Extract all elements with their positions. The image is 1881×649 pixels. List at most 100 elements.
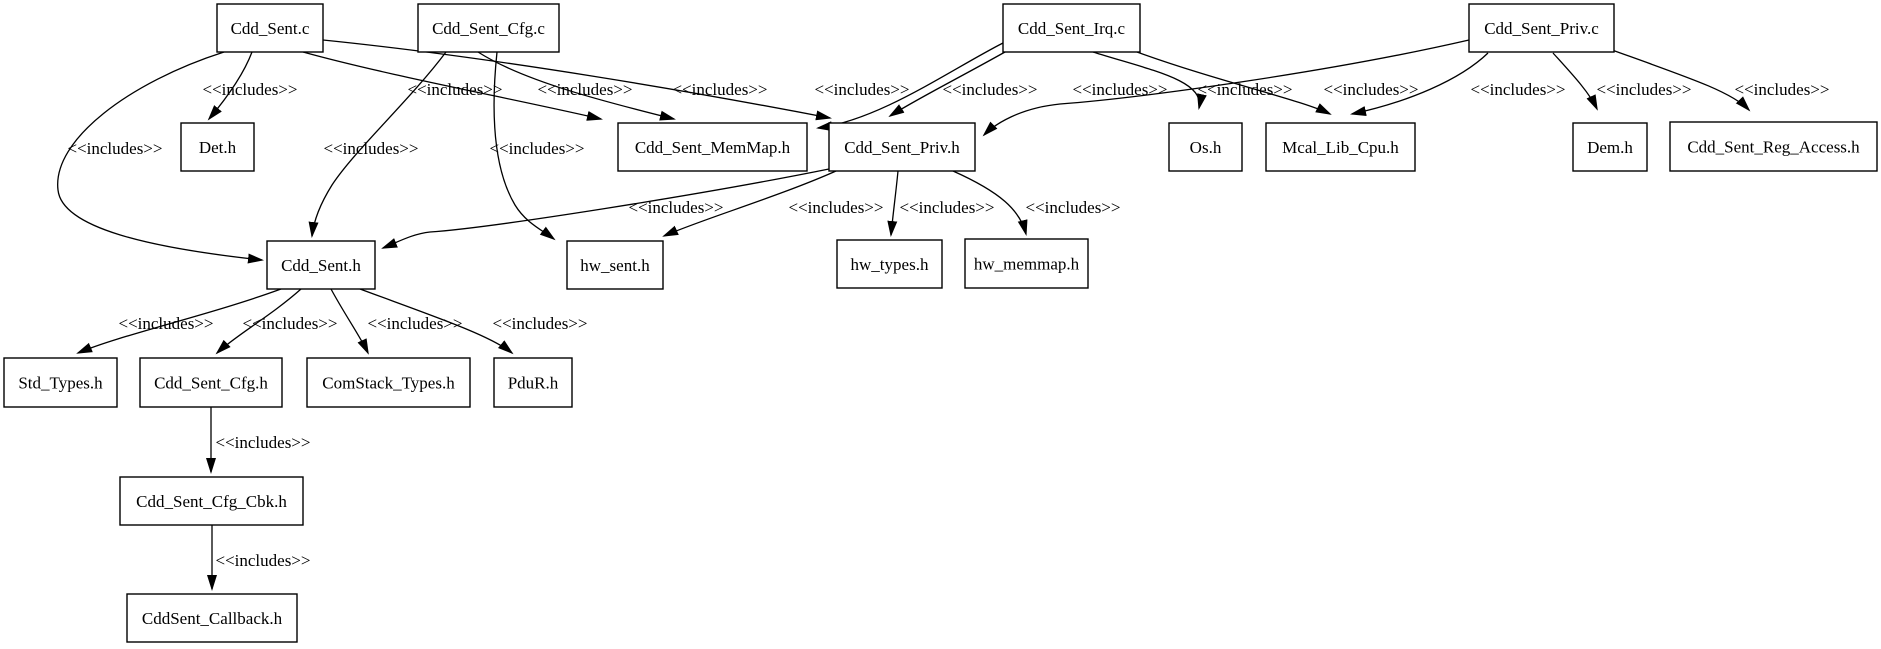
node-label-std_types_h: Std_Types.h (18, 374, 103, 393)
edge-label-cdd_sent_irq_c-to-cdd_sent_memmap_h: <<includes>> (814, 80, 909, 99)
node-cdd_sent_cfg_h: Cdd_Sent_Cfg.h (139, 357, 283, 408)
node-box-mcal_lib_cpu_h (1265, 122, 1416, 172)
edge-label-cdd_sent_cfg_c-to-cdd_sent_h: <<includes>> (323, 139, 418, 158)
node-label-cdd_sent_cfg_c: Cdd_Sent_Cfg.c (432, 19, 545, 38)
node-cdd_sent_priv_h: Cdd_Sent_Priv.h (828, 122, 976, 172)
edge-cdd_sent_priv_h-to-cdd_sent_h (381, 168, 830, 249)
node-box-comstack_types_h (306, 357, 471, 408)
node-label-hw_memmap_h: hw_memmap.h (974, 255, 1080, 274)
node-label-det_h: Det.h (199, 138, 237, 157)
node-box-cdd_sent_priv_h (828, 122, 976, 172)
node-label-cddsent_callback_h: CddSent_Callback.h (142, 609, 283, 628)
node-box-cdd_sent_irq_c (1002, 3, 1141, 53)
edge-label-cdd_sent_priv_c-to-dem_h: <<includes>> (1596, 80, 1691, 99)
node-box-cdd_sent_reg_access_h (1669, 121, 1878, 172)
node-label-cdd_sent_reg_access_h: Cdd_Sent_Reg_Access.h (1687, 138, 1860, 157)
edge-label-cdd_sent_priv_c-to-cdd_sent_reg_access_h: <<includes>> (1734, 80, 1829, 99)
node-cdd_sent_h: Cdd_Sent.h (266, 240, 376, 290)
node-hw_types_h: hw_types.h (836, 239, 943, 289)
edge-label-cdd_sent_irq_c-to-cdd_sent_priv_h: <<includes>> (942, 80, 1037, 99)
node-label-cdd_sent_memmap_h: Cdd_Sent_MemMap.h (635, 138, 791, 157)
node-box-cdd_sent_memmap_h (617, 122, 808, 172)
edge-label-cdd_sent_irq_c-to-os_h: <<includes>> (1072, 80, 1167, 99)
edge-cdd_sent_h-to-comstack_types_h (330, 288, 369, 355)
node-os_h: Os.h (1168, 122, 1243, 172)
edge-label-cdd_sent_h-to-std_types_h: <<includes>> (118, 314, 213, 333)
node-box-cddsent_callback_h (126, 593, 298, 643)
node-cdd_sent_irq_c: Cdd_Sent_Irq.c (1002, 3, 1141, 53)
edge-cdd_sent_irq_c-to-os_h (1092, 51, 1207, 110)
node-label-os_h: Os.h (1190, 138, 1222, 157)
node-det_h: Det.h (180, 122, 255, 172)
node-box-det_h (180, 122, 255, 172)
edge-cdd_sent_priv_c-to-cdd_sent_priv_h (982, 39, 1470, 137)
edge-cdd_sent_priv_c-to-dem_h (1552, 52, 1598, 111)
node-box-pdur_h (493, 357, 573, 408)
node-dem_h: Dem.h (1572, 122, 1648, 172)
node-box-cdd_sent_cfg_c (417, 3, 560, 53)
node-cdd_sent_reg_access_h: Cdd_Sent_Reg_Access.h (1669, 121, 1878, 172)
node-label-mcal_lib_cpu_h: Mcal_Lib_Cpu.h (1282, 138, 1399, 157)
edge-cdd_sent_c-to-cdd_sent_memmap_h (302, 51, 603, 121)
edge-label-cdd_sent_priv_h-to-hw_types_h: <<includes>> (899, 198, 994, 217)
node-box-std_types_h (3, 357, 118, 408)
edge-label-cdd_sent_cfg_cbk_h-to-cddsent_callback_h: <<includes>> (215, 551, 310, 570)
edge-cdd_sent_priv_c-to-cdd_sent_reg_access_h (1611, 49, 1751, 112)
node-label-cdd_sent_priv_h: Cdd_Sent_Priv.h (844, 138, 960, 157)
edge-label-cdd_sent_c-to-cdd_sent_memmap_h: <<includes>> (407, 80, 502, 99)
edges-layer: <<includes>> <<includes>> <<includes>> <<in… (57, 39, 1830, 591)
edge-cdd_sent_cfg_c-to-cdd_sent_h (308, 51, 447, 238)
edge-label-cdd_sent_h-to-comstack_types_h: <<includes>> (367, 314, 462, 333)
node-cdd_sent_cfg_cbk_h: Cdd_Sent_Cfg_Cbk.h (119, 476, 304, 526)
node-label-comstack_types_h: ComStack_Types.h (322, 374, 455, 393)
node-box-dem_h (1572, 122, 1648, 172)
edge-label-cdd_sent_irq_c-to-mcal_lib_cpu_h: <<includes>> (1197, 80, 1292, 99)
node-box-cdd_sent_priv_c (1468, 3, 1615, 53)
node-label-dem_h: Dem.h (1587, 138, 1633, 157)
node-std_types_h: Std_Types.h (3, 357, 118, 408)
edge-cdd_sent_irq_c-to-mcal_lib_cpu_h (1136, 51, 1332, 115)
edge-label-cdd_sent_cfg_h-to-cdd_sent_cfg_cbk_h: <<includes>> (215, 433, 310, 452)
node-box-cdd_sent_h (266, 240, 376, 290)
edge-label-cdd_sent_cfg_c-to-hw_sent_h: <<includes>> (489, 139, 584, 158)
node-label-hw_sent_h: hw_sent.h (580, 256, 650, 275)
node-box-os_h (1168, 122, 1243, 172)
edge-label-cdd_sent_c-to-det_h: <<includes>> (202, 80, 297, 99)
node-label-hw_types_h: hw_types.h (851, 255, 929, 274)
node-box-hw_sent_h (566, 240, 664, 290)
node-cdd_sent_priv_c: Cdd_Sent_Priv.c (1468, 3, 1615, 53)
edge-label-cdd_sent_h-to-pdur_h: <<includes>> (492, 314, 587, 333)
node-mcal_lib_cpu_h: Mcal_Lib_Cpu.h (1265, 122, 1416, 172)
node-pdur_h: PduR.h (493, 357, 573, 408)
node-label-cdd_sent_h: Cdd_Sent.h (281, 256, 361, 275)
node-label-cdd_sent_c: Cdd_Sent.c (231, 19, 310, 38)
edge-cdd_sent_priv_h-to-hw_sent_h (662, 170, 837, 237)
edge-cdd_sent_h-to-cdd_sent_cfg_h (215, 288, 302, 355)
edge-label-cdd_sent_h-to-cdd_sent_cfg_h: <<includes>> (242, 314, 337, 333)
edge-cdd_sent_cfg_c-to-hw_sent_h (493, 51, 556, 241)
node-label-cdd_sent_irq_c: Cdd_Sent_Irq.c (1018, 19, 1126, 38)
node-cdd_sent_c: Cdd_Sent.c (216, 3, 324, 53)
node-comstack_types_h: ComStack_Types.h (306, 357, 471, 408)
node-label-pdur_h: PduR.h (508, 374, 559, 393)
edge-cdd_sent_c-to-cdd_sent_priv_h (322, 39, 832, 121)
edge-label-cdd_sent_priv_h-to-hw_memmap_h: <<includes>> (1025, 198, 1120, 217)
edge-label-cdd_sent_c-to-cdd_sent_priv_h: <<includes>> (672, 80, 767, 99)
node-label-cdd_sent_priv_c: Cdd_Sent_Priv.c (1484, 19, 1599, 38)
edge-label-cdd_sent_priv_h-to-cdd_sent_h: <<includes>> (788, 198, 883, 217)
node-box-cdd_sent_cfg_cbk_h (119, 476, 304, 526)
node-label-cdd_sent_cfg_cbk_h: Cdd_Sent_Cfg_Cbk.h (136, 492, 287, 511)
edge-cdd_sent_priv_c-to-mcal_lib_cpu_h (1350, 52, 1489, 116)
edge-cdd_sent_priv_h-to-hw_types_h (887, 170, 899, 237)
edge-cdd_sent_h-to-std_types_h (76, 288, 282, 354)
edge-label-cdd_sent_priv_c-to-cdd_sent_priv_h: <<includes>> (1323, 80, 1418, 99)
edge-label-cdd_sent_c-to-cdd_sent_h: <<includes>> (67, 139, 162, 158)
node-box-hw_memmap_h (964, 238, 1089, 289)
node-box-cdd_sent_c (216, 3, 324, 53)
edge-cdd_sent_cfg_c-to-cdd_sent_memmap_h (477, 51, 676, 121)
node-box-hw_types_h (836, 239, 943, 289)
edge-cdd_sent_irq_c-to-cdd_sent_priv_h (888, 51, 1006, 118)
